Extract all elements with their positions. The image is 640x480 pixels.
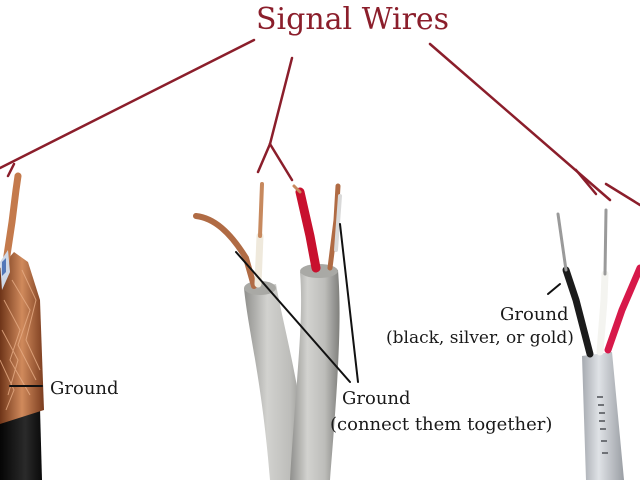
callout-right-right <box>604 182 640 207</box>
ground-right-label: Ground <box>500 304 569 325</box>
coax-cable <box>0 172 44 480</box>
signal-wire-callouts <box>0 38 640 207</box>
right-cable-red-conductor <box>292 184 302 194</box>
callout-left <box>0 38 256 170</box>
signal-wires-title: Signal Wires <box>256 2 450 37</box>
coax-center-conductor <box>2 172 22 266</box>
coax-braided-shield <box>0 252 44 424</box>
coax-outer-jacket <box>0 408 42 480</box>
callout-middle-right <box>268 142 294 182</box>
ground-right-sublabel: (black, silver, or gold) <box>386 328 574 348</box>
ground-middle-sublabel: (connect them together) <box>330 414 553 435</box>
ground-middle-pointer-b <box>339 223 359 383</box>
right-cable-braid <box>327 183 341 271</box>
callout-left-tick <box>6 162 16 178</box>
cable-print-marks <box>597 396 608 454</box>
callout-middle-left <box>256 142 272 174</box>
coax-blue-fleck <box>2 258 6 276</box>
black-wire-strands <box>556 212 568 272</box>
left-cable-braid <box>193 213 257 289</box>
black-wire-insulation <box>562 266 594 358</box>
ground-middle-pointer-a <box>235 251 351 383</box>
right-cable-foil <box>334 194 342 252</box>
ground-right-pointer <box>547 283 561 295</box>
ground-left-label: Ground <box>50 378 119 399</box>
gray-cable-right-jacket <box>290 270 340 480</box>
white-wire-insulation <box>596 270 609 356</box>
ground-middle-label: Ground <box>342 388 411 409</box>
right-cable-red-insulation <box>295 187 321 273</box>
coax-braid-strands <box>0 269 41 411</box>
multi-cable-jacket <box>582 352 624 480</box>
callout-right-left <box>574 168 598 196</box>
callout-middle-stem <box>268 56 294 146</box>
red-wire-insulation <box>604 264 640 354</box>
white-wire-strands <box>603 208 608 276</box>
multi-conductor-cable <box>556 208 640 480</box>
dual-gray-cables <box>193 182 342 480</box>
ground-pointers <box>9 223 561 387</box>
left-cable-inner-conductor <box>258 182 264 238</box>
